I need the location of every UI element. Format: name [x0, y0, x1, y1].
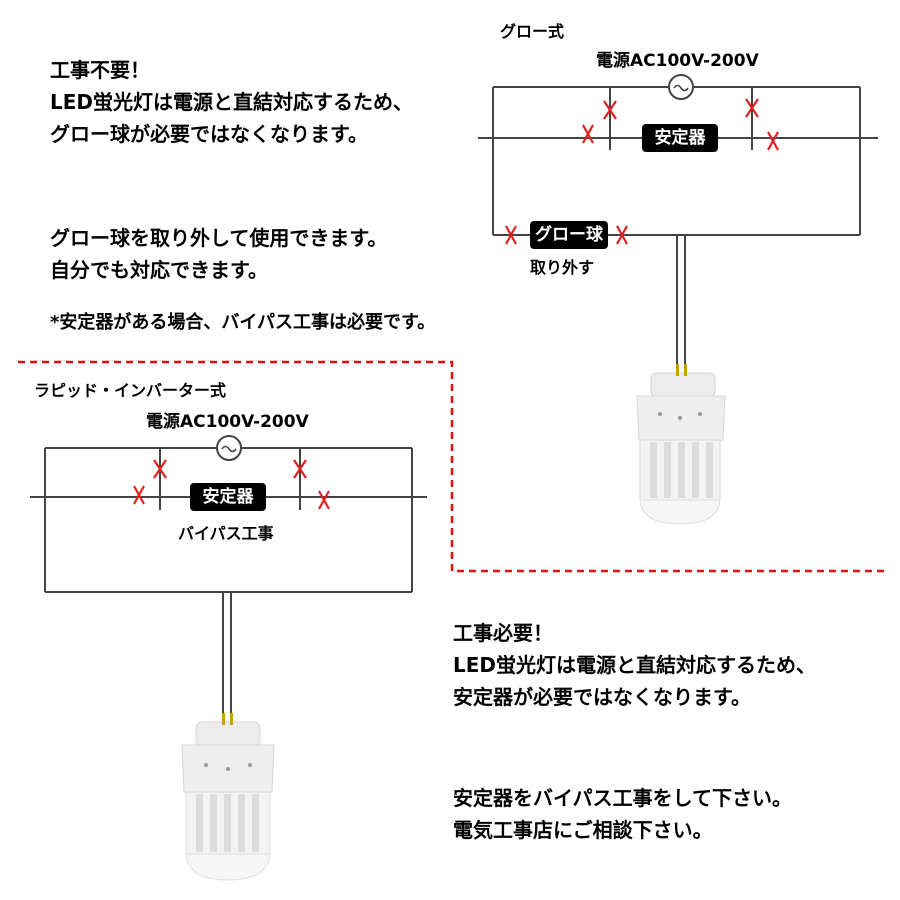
cross-mark — [603, 100, 617, 120]
cross-mark — [505, 225, 517, 245]
rapid-led-bulb — [181, 713, 275, 881]
cross-mark — [293, 459, 307, 479]
rapid-ballast-box: 安定器 — [190, 483, 266, 511]
rapid-title: ラピッド・インバーター式 — [34, 381, 227, 400]
cross-mark — [767, 131, 779, 151]
bottom-line-4: 電気工事店にご相談下さい。 — [453, 818, 713, 842]
glow-title: グロー式 — [500, 22, 565, 41]
rapid-circuit — [30, 447, 427, 722]
glow-power-label: 電源AC100V-200V — [596, 51, 759, 71]
top-note: *安定器がある場合、バイパス工事は必要です。 — [50, 312, 436, 333]
cross-mark — [153, 459, 167, 479]
cross-mark — [582, 124, 594, 144]
cross-mark — [745, 98, 759, 118]
top-line-4: 自分でも対応できます。 — [50, 258, 268, 282]
glow-remove-label: 取り外す — [530, 258, 595, 277]
top-line-1: LED蛍光灯は電源と直結対応するため、 — [50, 90, 414, 114]
rapid-bypass-label: バイパス工事 — [178, 524, 274, 543]
glow-led-bulb — [636, 364, 726, 525]
bottom-heading: 工事必要！ — [453, 621, 553, 645]
cross-mark — [133, 485, 145, 505]
section-divider — [18, 360, 885, 573]
glow-circuit — [478, 86, 878, 372]
cross-mark — [616, 225, 628, 245]
glow-starter-box: グロー球 — [530, 221, 608, 249]
top-line-3: グロー球を取り外して使用できます。 — [50, 226, 388, 250]
rapid-cut-marks — [133, 459, 330, 510]
bottom-line-3: 安定器をバイパス工事をして下さい。 — [453, 786, 792, 810]
top-heading: 工事不要！ — [50, 58, 150, 82]
bottom-line-2: 安定器が必要ではなくなります。 — [453, 685, 751, 709]
top-line-2: グロー球が必要ではなくなります。 — [50, 122, 368, 146]
glow-ballast-box: 安定器 — [642, 124, 718, 152]
glow-cut-marks — [505, 98, 779, 245]
bottom-line-1: LED蛍光灯は電源と直結対応するため、 — [453, 653, 817, 677]
cross-mark — [318, 490, 330, 510]
rapid-power-label: 電源AC100V-200V — [146, 412, 309, 432]
